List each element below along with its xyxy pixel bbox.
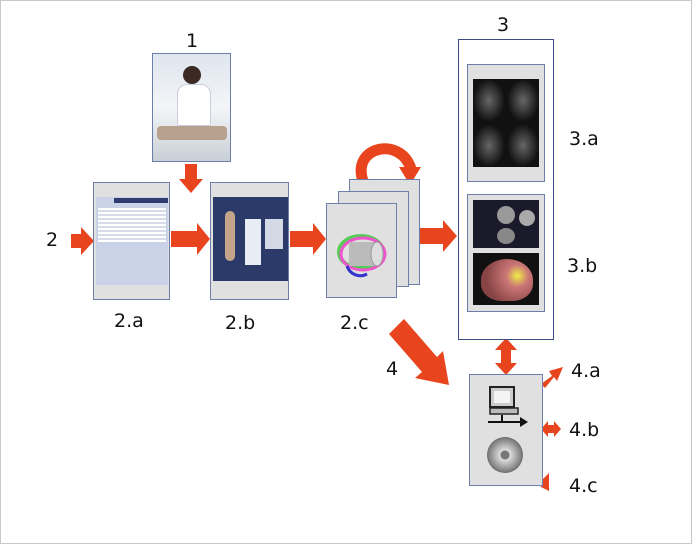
label-step-2: 2 [46, 229, 59, 251]
body-selection-screen [210, 182, 289, 300]
arrow-4b [541, 421, 561, 437]
arrow-2a-2b [171, 223, 210, 255]
label-step-1: 1 [186, 30, 199, 52]
arrow-2c-3 [419, 220, 457, 252]
ct-slices-image [473, 200, 539, 248]
worklist-screen [93, 182, 170, 300]
viewer-3a [467, 64, 545, 182]
label-step-3: 3 [497, 14, 510, 36]
cd-disc-icon [487, 437, 523, 473]
label-step-4b: 4.b [569, 419, 600, 441]
doctor-patient-photo [152, 53, 231, 162]
arrow-2-right [71, 227, 94, 255]
network-computer-icon [488, 386, 528, 427]
label-step-4a: 4.a [571, 360, 601, 382]
arrow-4c [541, 473, 549, 491]
arrow-1-down [179, 164, 203, 193]
label-step-4c: 4.c [569, 475, 598, 497]
arrow-2b-2c [290, 223, 326, 255]
rotation-reconstruction-icon [337, 234, 387, 278]
label-step-4: 4 [386, 358, 399, 380]
arrow-4a [541, 367, 563, 388]
label-step-3a: 3.a [569, 128, 599, 150]
label-step-2a: 2.a [114, 310, 144, 332]
label-step-2b: 2.b [225, 312, 256, 334]
label-step-2c: 2.c [340, 312, 369, 334]
export-panel [469, 374, 543, 486]
brain-3d-image [473, 253, 539, 305]
viewing-panel [458, 39, 554, 340]
viewer-3b [467, 194, 545, 312]
mri-slices-image [473, 79, 539, 167]
label-step-3b: 3.b [567, 255, 598, 277]
arrow-3-4-double [495, 338, 517, 375]
arrow-4-diagonal [389, 319, 449, 385]
arrow-2c-loop [355, 143, 417, 183]
reconstruction-page-front [326, 203, 397, 298]
